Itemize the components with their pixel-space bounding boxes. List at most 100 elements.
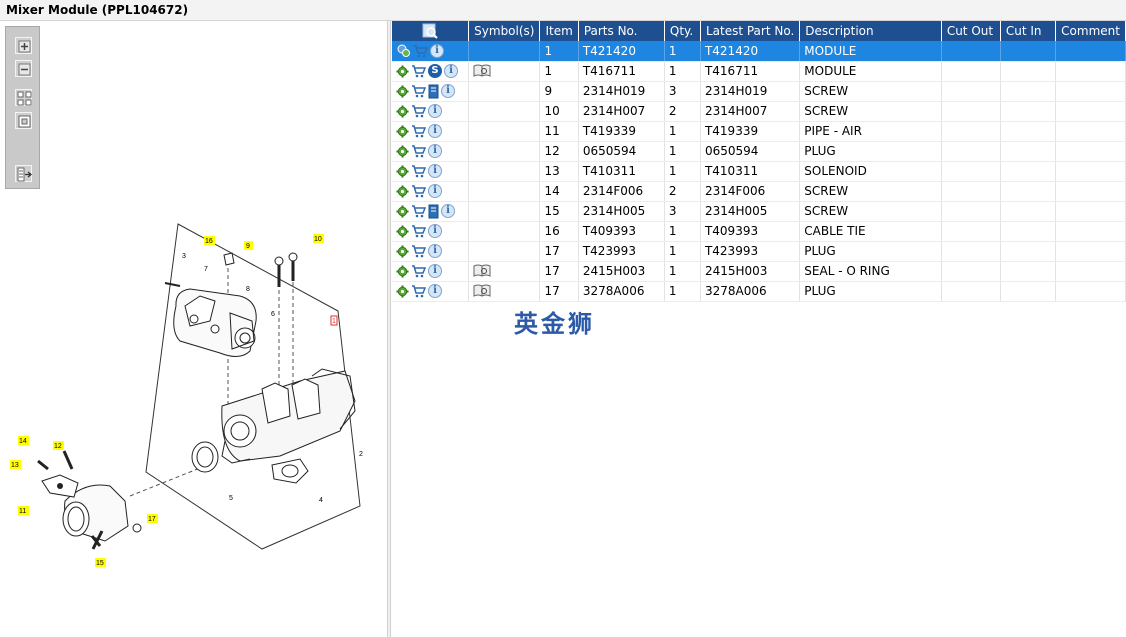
- cart-icon[interactable]: [413, 43, 430, 58]
- item-cell: 15: [539, 201, 579, 222]
- screw-part-15[interactable]: [91, 530, 104, 550]
- latest-part-number-cell: T419339: [700, 121, 801, 142]
- cart-icon[interactable]: [411, 284, 428, 299]
- column-header-latest-part-no[interactable]: Latest Part No.: [700, 21, 801, 41]
- screw-part-10[interactable]: [288, 252, 298, 281]
- fit-window-icon[interactable]: [15, 112, 32, 129]
- configuration-icon[interactable]: [396, 43, 413, 58]
- zoom-out-icon[interactable]: [15, 60, 32, 77]
- column-header-cut-in[interactable]: Cut In: [1000, 21, 1057, 41]
- book-icon[interactable]: [473, 264, 491, 278]
- part-number-cell: 2415H003: [578, 261, 665, 282]
- info-icon[interactable]: i: [428, 144, 442, 159]
- gear-icon[interactable]: [396, 224, 411, 238]
- column-header-description[interactable]: Description: [799, 21, 942, 41]
- cable-tie-part-16[interactable]: [223, 252, 235, 266]
- title-bar: Mixer Module (PPL104672): [0, 0, 1126, 21]
- gear-icon[interactable]: [396, 124, 411, 138]
- cut-out-cell: [941, 161, 1001, 182]
- info-icon[interactable]: i: [441, 204, 455, 218]
- toggle-panel-icon[interactable]: [15, 165, 33, 182]
- comment-cell: [1055, 221, 1126, 242]
- column-header-actions[interactable]: [392, 21, 470, 41]
- gear-icon[interactable]: [396, 204, 411, 218]
- exploded-parts-diagram[interactable]: 3 7 8 6 1 2 5 4 16 9 10 14 12 13 11 17 1…: [0, 201, 388, 571]
- gear-icon[interactable]: [396, 64, 411, 78]
- cart-icon[interactable]: [411, 64, 428, 79]
- diagram-pane[interactable]: 3 7 8 6 1 2 5 4 16 9 10 14 12 13 11 17 1…: [0, 21, 388, 637]
- gear-icon[interactable]: [396, 264, 411, 278]
- cart-icon[interactable]: [411, 264, 428, 279]
- column-search-icon[interactable]: [422, 23, 438, 39]
- book-icon[interactable]: [473, 64, 491, 78]
- gear-icon[interactable]: [396, 84, 411, 98]
- gear-icon[interactable]: [396, 164, 411, 178]
- cart-icon[interactable]: [411, 244, 428, 259]
- column-header-symbols[interactable]: Symbol(s): [468, 21, 541, 41]
- cart-icon[interactable]: [411, 104, 428, 119]
- gasket-part-4[interactable]: [271, 458, 309, 484]
- info-icon[interactable]: i: [428, 264, 442, 279]
- document-icon[interactable]: [428, 84, 441, 99]
- service-icon[interactable]: S: [428, 64, 442, 79]
- gear-icon[interactable]: [396, 104, 411, 118]
- gear-icon[interactable]: [396, 184, 411, 198]
- info-icon[interactable]: i: [428, 104, 442, 119]
- book-icon[interactable]: [473, 284, 491, 298]
- column-header-parts-no[interactable]: Parts No.: [578, 21, 665, 41]
- symbol-cell: [468, 161, 541, 182]
- gear-icon[interactable]: [396, 244, 411, 258]
- gasket-part-5[interactable]: [191, 441, 219, 473]
- zoom-in-icon[interactable]: [15, 37, 32, 54]
- column-header-cut-out[interactable]: Cut Out: [941, 21, 1001, 41]
- info-icon[interactable]: i: [428, 184, 442, 199]
- cart-icon[interactable]: [411, 164, 428, 179]
- gear-icon[interactable]: [396, 284, 411, 298]
- screw-part-9[interactable]: [274, 256, 284, 287]
- fit-all-icon[interactable]: [15, 89, 32, 106]
- info-icon[interactable]: i: [430, 43, 444, 58]
- cart-icon[interactable]: [411, 184, 428, 199]
- symbol-cell: [468, 181, 541, 202]
- cart-icon[interactable]: [411, 204, 428, 219]
- cut-in-cell: [1000, 121, 1057, 142]
- air-pipe-part-11[interactable]: [62, 484, 129, 542]
- cart-icon[interactable]: [411, 224, 428, 239]
- column-header-item[interactable]: Item: [539, 21, 579, 41]
- cart-icon[interactable]: [411, 144, 428, 159]
- info-icon[interactable]: i: [441, 84, 455, 98]
- column-header-qty[interactable]: Qty.: [664, 21, 701, 41]
- info-icon[interactable]: i: [428, 164, 442, 179]
- gear-icon[interactable]: [396, 144, 411, 158]
- mixer-body[interactable]: [221, 368, 356, 464]
- document-icon[interactable]: [428, 204, 441, 219]
- solenoid-part-13[interactable]: [41, 474, 79, 498]
- callout-9: 9: [246, 243, 250, 250]
- callout-14: 14: [19, 438, 27, 445]
- item-cell: 11: [539, 121, 579, 142]
- info-icon[interactable]: i: [428, 244, 442, 259]
- symbol-cell: [468, 121, 541, 142]
- pane-splitter[interactable]: [388, 21, 391, 637]
- info-icon[interactable]: i: [428, 224, 442, 239]
- cart-icon[interactable]: [411, 124, 428, 139]
- column-header-comment[interactable]: Comment: [1055, 21, 1126, 41]
- info-icon[interactable]: i: [444, 64, 458, 79]
- cart-icon[interactable]: [411, 84, 428, 99]
- solenoid-assembly[interactable]: [173, 288, 257, 357]
- info-icon[interactable]: i: [428, 124, 442, 139]
- info-icon[interactable]: i: [428, 284, 442, 299]
